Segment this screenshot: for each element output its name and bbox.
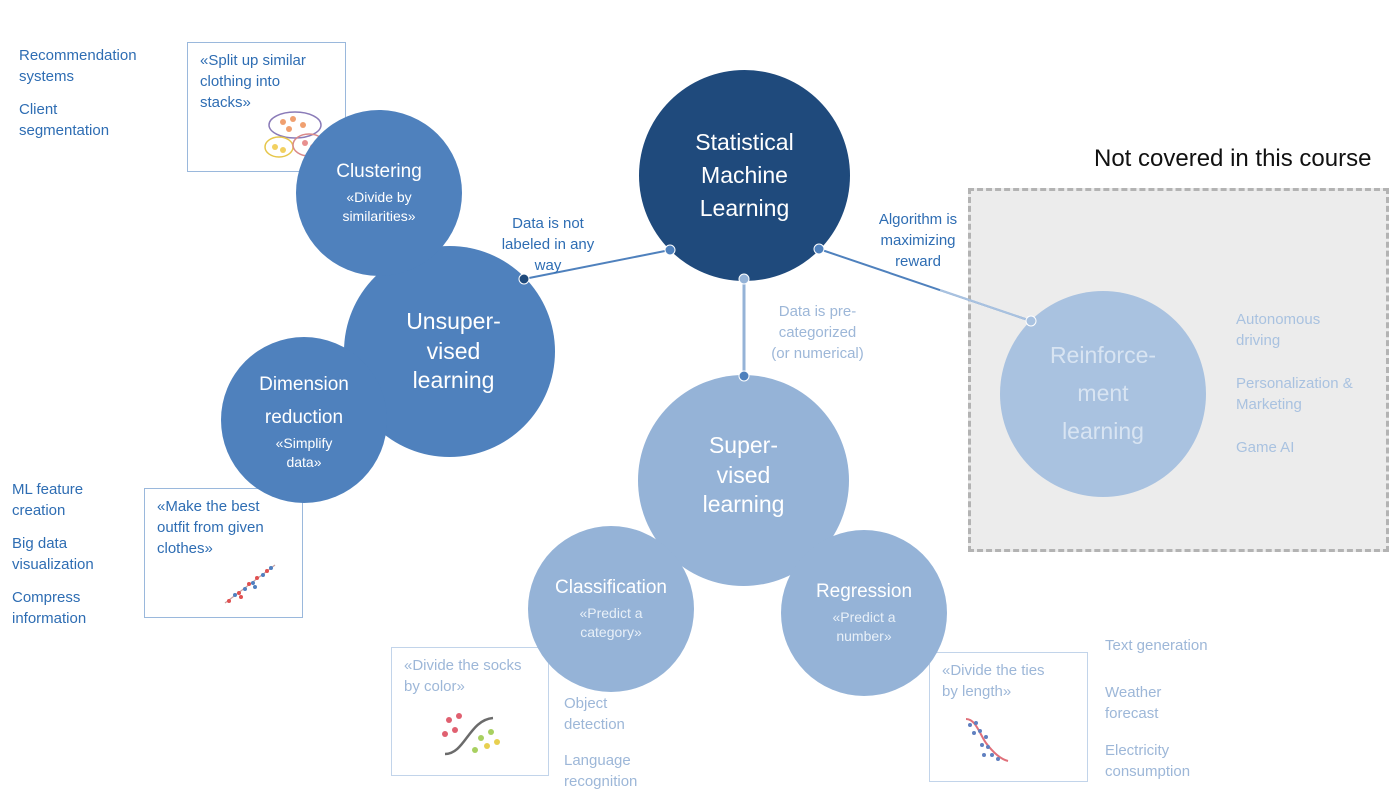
application-item: Recommendation systems bbox=[19, 47, 137, 85]
dimension-reduction-illustration bbox=[224, 564, 276, 604]
edge-reinforcement-faded bbox=[939, 289, 1032, 322]
example-text-dimension-reduction: «Make the best outfit from given clothes… bbox=[157, 498, 264, 557]
node-clustering: Clustering «Divide by similarities» bbox=[296, 110, 462, 276]
node-dimension-reduction-title: Dimension reduction bbox=[259, 373, 349, 429]
applications-classification: Object detection Language recognition bbox=[564, 693, 637, 804]
edge-unsupervised bbox=[523, 249, 671, 280]
application-item: Client segmentation bbox=[19, 101, 110, 139]
application-item: Personalization & Marketing bbox=[1236, 375, 1353, 413]
applications-dimension-reduction: ML feature creation Big data visualizati… bbox=[12, 479, 94, 641]
application-item: Electricity consumption bbox=[1105, 742, 1191, 780]
application-item: Autonomous driving bbox=[1236, 311, 1321, 349]
classification-illustration bbox=[442, 713, 500, 756]
node-regression: Regression «Predict a number» bbox=[781, 530, 947, 696]
application-item: Weather forecast bbox=[1105, 684, 1162, 722]
node-statistical-ml-title: Statistical Machine Learning bbox=[695, 129, 794, 221]
node-dimension-reduction-subtitle: «Simplify data» bbox=[275, 435, 333, 471]
node-regression-title: Regression bbox=[815, 580, 913, 602]
example-box-regression: «Divide the ties by length» bbox=[929, 652, 1088, 782]
application-item: ML feature creation bbox=[12, 481, 84, 519]
node-clustering-subtitle: «Divide by similarities» bbox=[342, 189, 416, 225]
example-box-clustering: «Split up similar clothing into stacks» bbox=[187, 42, 346, 172]
not-covered-label: Not covered in this course bbox=[1094, 145, 1372, 172]
example-text-regression: «Divide the ties by length» bbox=[942, 662, 1045, 700]
application-item: Object detection bbox=[564, 695, 625, 733]
application-item: Language recognition bbox=[564, 752, 638, 790]
example-text-classification: «Divide the socks by color» bbox=[404, 657, 522, 695]
node-unsupervised-title: Unsuper- vised learning bbox=[406, 308, 501, 394]
node-classification-subtitle: «Predict a category» bbox=[579, 605, 643, 641]
applications-clustering: Recommendation systems Client segmentati… bbox=[19, 45, 137, 153]
applications-regression: Text generation Weather forecast Electri… bbox=[1105, 635, 1208, 794]
application-item: Big data visualization bbox=[12, 535, 94, 573]
edge-label-unsupervised: Data is not labeled in any way bbox=[501, 215, 595, 274]
node-clustering-title: Clustering bbox=[336, 160, 422, 182]
application-item: Game AI bbox=[1236, 439, 1295, 456]
node-classification-title: Classification bbox=[555, 576, 667, 598]
applications-reinforcement: Autonomous driving Personalization & Mar… bbox=[1236, 309, 1353, 470]
edge-label-reinforcement: Algorithm is maximizing reward bbox=[878, 211, 958, 270]
node-classification: Classification «Predict a category» bbox=[528, 526, 694, 692]
regression-illustration bbox=[965, 718, 1009, 762]
node-regression-subtitle: «Predict a number» bbox=[832, 609, 896, 645]
node-supervised-title: Super- vised learning bbox=[702, 432, 785, 518]
edge-label-supervised: Data is pre- categorized (or numerical) bbox=[771, 303, 864, 362]
node-reinforcement-learning: Reinforce- ment learning bbox=[1000, 291, 1206, 497]
application-item: Compress information bbox=[12, 589, 87, 627]
example-box-dimension-reduction: «Make the best outfit from given clothes… bbox=[144, 488, 303, 618]
example-box-classification: «Divide the socks by color» bbox=[391, 647, 549, 776]
example-text-clustering: «Split up similar clothing into stacks» bbox=[200, 52, 306, 111]
node-statistical-machine-learning: Statistical Machine Learning bbox=[639, 70, 850, 281]
node-reinforcement-title: Reinforce- ment learning bbox=[1049, 342, 1157, 444]
node-dimension-reduction: Dimension reduction «Simplify data» bbox=[221, 337, 387, 503]
application-item: Text generation bbox=[1105, 637, 1208, 654]
